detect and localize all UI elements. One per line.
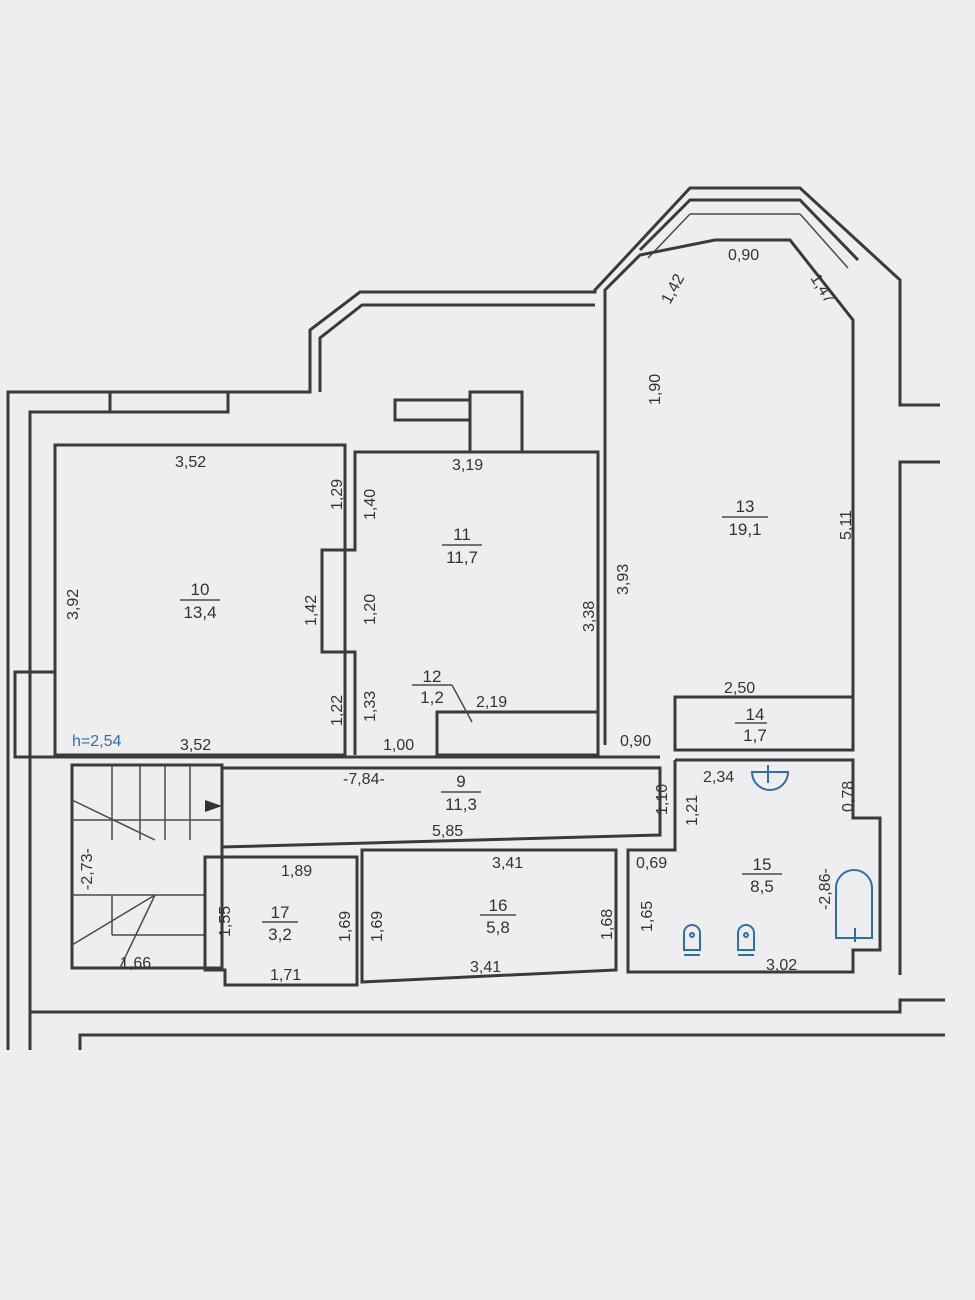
dimensions: 3,52 3,92 1,29 1,42 1,22 3,52 3,19 1,40 … <box>65 247 857 984</box>
dimension-label: 3,92 <box>65 589 82 620</box>
room-number: 9 <box>456 772 465 791</box>
room-9: 911,3 <box>441 772 481 814</box>
dimension-label: 1,33 <box>362 691 379 722</box>
dimension-label: 1,68 <box>599 909 616 940</box>
dimension-label: 5,11 <box>838 510 855 540</box>
dimension-label: 0,90 <box>728 247 759 264</box>
dimension-label: 1,10 <box>654 784 671 815</box>
dimension-label: 1,65 <box>639 901 656 932</box>
room-area: 11,3 <box>445 795 477 814</box>
dimension-label: 3,52 <box>175 454 206 471</box>
dimension-label: 0,90 <box>620 733 651 750</box>
room-area: 1,2 <box>420 688 444 707</box>
dimension-label: 3,02 <box>766 957 797 974</box>
room-area: 5,8 <box>486 918 510 937</box>
room-area: 13,4 <box>183 603 216 622</box>
room-number: 14 <box>746 705 765 724</box>
dimension-label: 3,41 <box>492 855 523 872</box>
dimension-label: 1,90 <box>647 374 664 405</box>
dimension-label: 1,71 <box>270 967 301 984</box>
dimension-label: 0,78 <box>840 781 857 812</box>
room-10: 10 13,4 <box>180 580 220 622</box>
dimension-label: 2,34 <box>703 769 734 786</box>
fixtures <box>683 765 873 956</box>
dimension-label: 1,42 <box>659 271 689 307</box>
room-number: 15 <box>753 855 772 874</box>
dimension-label: 1,55 <box>217 906 234 937</box>
dimension-label: -2,86- <box>817 868 834 910</box>
room-number: 10 <box>191 580 210 599</box>
toilet-icon <box>683 924 701 956</box>
dimension-label: -2,73- <box>79 848 96 890</box>
room-area: 1,7 <box>743 726 767 745</box>
dimension-label: 1,89 <box>281 863 312 880</box>
dimension-label: 1,69 <box>337 911 354 942</box>
dimension-label: 1,66 <box>120 955 151 972</box>
dimension-label: 3,41 <box>470 959 501 976</box>
dimension-label: 3,38 <box>581 601 598 632</box>
room-area: 19,1 <box>728 520 761 539</box>
dimension-label: 2,19 <box>476 694 507 711</box>
room-area: 11,7 <box>446 548 478 567</box>
room-15: 158,5 <box>742 855 782 896</box>
dimension-label: 1,69 <box>369 911 386 942</box>
dimension-label: -7,84- <box>343 771 385 788</box>
dimension-label: 1,47 <box>807 271 838 307</box>
dimension-label: 3,19 <box>452 457 483 474</box>
dimension-label: 1,21 <box>684 795 701 826</box>
room-number: 12 <box>423 667 442 686</box>
room-17: 173,2 <box>262 903 298 944</box>
room-11: 11 11,7 <box>442 525 482 567</box>
room-13: 13 19,1 <box>722 497 768 539</box>
room-14: 141,7 <box>735 705 767 745</box>
walls <box>6 186 945 1050</box>
dimension-label: 1,00 <box>383 737 414 754</box>
dimension-label: 5,85 <box>432 823 463 840</box>
room-area: 3,2 <box>268 925 292 944</box>
room-16: 165,8 <box>480 896 516 937</box>
dimension-label: 1,42 <box>303 595 320 626</box>
bathtub-icon <box>835 869 873 942</box>
dimension-label: 3,52 <box>180 737 211 754</box>
room-area: 8,5 <box>750 877 774 896</box>
room-number: 17 <box>271 903 290 922</box>
dimension-label: 3,93 <box>615 564 632 595</box>
dimension-label: 1,29 <box>329 479 346 510</box>
dimension-label: 1,20 <box>362 594 379 625</box>
bidet-icon <box>737 924 755 956</box>
room-12: 121,2 <box>412 667 473 723</box>
room-number: 16 <box>489 896 508 915</box>
sink-icon <box>750 765 790 791</box>
stair-arrow-icon <box>205 800 222 812</box>
ceiling-height-label: h=2,54 <box>72 733 121 750</box>
room-number: 11 <box>453 525 471 544</box>
dimension-label: 1,22 <box>329 695 346 726</box>
room-number: 13 <box>736 497 755 516</box>
dimension-label: 2,50 <box>724 680 755 697</box>
dimension-label: 1,40 <box>362 489 379 520</box>
dimension-label: 0,69 <box>636 855 667 872</box>
